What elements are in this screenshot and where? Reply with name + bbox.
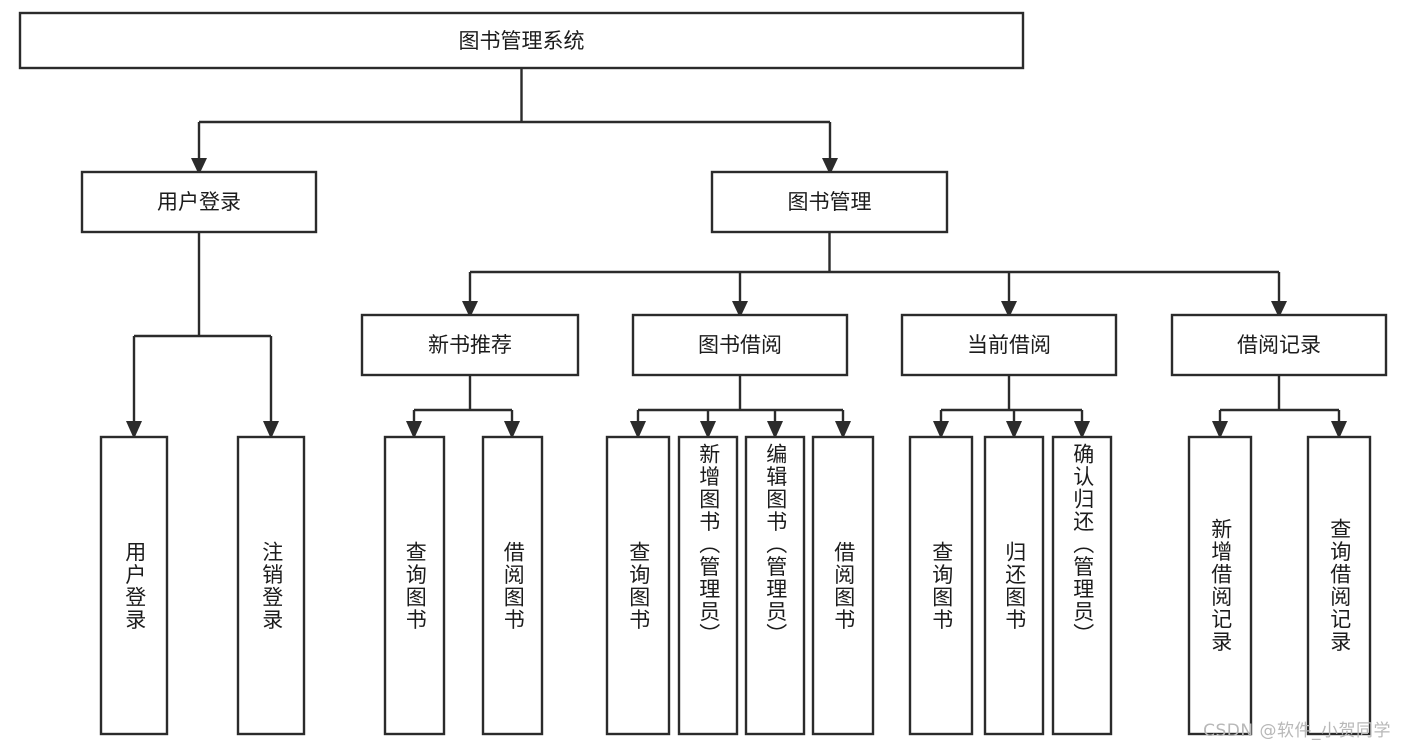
node-user-login-box[interactable] [80, 170, 318, 234]
arrow-to-leaf-query-book-c [933, 421, 949, 439]
leaf-box-user-login[interactable] [99, 435, 169, 736]
node-book-management-box[interactable] [710, 170, 949, 234]
node-book-borrow[interactable]: 图书借阅 [631, 313, 849, 377]
arrow-to-borrow-record [1271, 301, 1287, 318]
leaf-box-borrow-book-a[interactable] [481, 435, 544, 736]
leaf-box-logout[interactable] [236, 435, 306, 736]
node-current-borrow-label: 当前借阅 [967, 333, 1051, 357]
leaf-box-add-record[interactable] [1187, 435, 1253, 736]
node-book-management-label: 图书管理 [788, 190, 872, 214]
node-borrow-record-box[interactable] [1170, 313, 1388, 377]
node-book-borrow-label: 图书借阅 [698, 333, 782, 357]
node-new-book-recommend-label: 新书推荐 [428, 333, 512, 357]
arrow-to-leaf-confirm-return [1074, 421, 1090, 439]
node-new-book-recommend-box[interactable] [360, 313, 580, 377]
node-current-borrow[interactable]: 当前借阅 [900, 313, 1118, 377]
arrow-to-book-mgmt [822, 158, 838, 175]
arrow-to-book-borrow [732, 301, 748, 318]
arrow-to-leaf-query-book-a [406, 421, 422, 439]
leaf-box-return-book[interactable] [983, 435, 1045, 736]
arrow-to-leaf-borrow-book-a [504, 421, 520, 439]
connector-layer [126, 68, 1347, 439]
node-user-login-label: 用户登录 [157, 190, 241, 214]
leaf-box-query-book-a[interactable] [383, 435, 446, 736]
edge-root-bus [197, 68, 832, 160]
edge-current-bus [939, 375, 1084, 425]
node-user-login[interactable]: 用户登录 [80, 170, 318, 234]
leaf-box-query-book-c[interactable] [908, 435, 974, 736]
arrow-to-leaf-logout [263, 421, 279, 439]
node-borrow-record[interactable]: 借阅记录 [1170, 313, 1388, 377]
arrow-to-leaf-query-book-b [630, 421, 646, 439]
node-root-system-label: 图书管理系统 [459, 29, 585, 53]
leaf-box-confirm-return[interactable] [1051, 435, 1113, 736]
node-current-borrow-box[interactable] [900, 313, 1118, 377]
arrow-to-leaf-user-login [126, 421, 142, 439]
arrow-to-leaf-add-book [700, 421, 716, 439]
node-book-management[interactable]: 图书管理 [710, 170, 949, 234]
leaf-box-add-book[interactable] [677, 435, 739, 736]
edge-userlogin-bus [132, 232, 273, 425]
leaf-box-query-record[interactable] [1306, 435, 1372, 736]
node-root-system-box[interactable] [18, 11, 1025, 70]
leaf-box-query-book-b[interactable] [605, 435, 671, 736]
edge-newbook-bus [412, 375, 514, 425]
leaf-box-borrow-book-b[interactable] [811, 435, 875, 736]
edge-borrow-bus [636, 375, 845, 425]
arrow-to-leaf-query-record [1331, 421, 1347, 439]
node-new-book-recommend[interactable]: 新书推荐 [360, 313, 580, 377]
node-book-borrow-box[interactable] [631, 313, 849, 377]
node-borrow-record-label: 借阅记录 [1237, 333, 1321, 357]
arrow-to-current-borrow [1001, 301, 1017, 318]
edge-record-bus [1218, 375, 1341, 425]
arrow-to-new-book-rec [462, 301, 478, 318]
arrow-to-leaf-borrow-book-b [835, 421, 851, 439]
leaf-box-edit-book[interactable] [744, 435, 806, 736]
leaf-box-layer [99, 435, 1372, 736]
edge-bookmgmt-bus [468, 232, 1281, 303]
arrow-to-leaf-edit-book [767, 421, 783, 439]
node-root-system[interactable]: 图书管理系统 [18, 11, 1025, 70]
arrow-to-leaf-return-book [1006, 421, 1022, 439]
arrow-to-user-login [191, 158, 207, 175]
arrow-to-leaf-add-record [1212, 421, 1228, 439]
